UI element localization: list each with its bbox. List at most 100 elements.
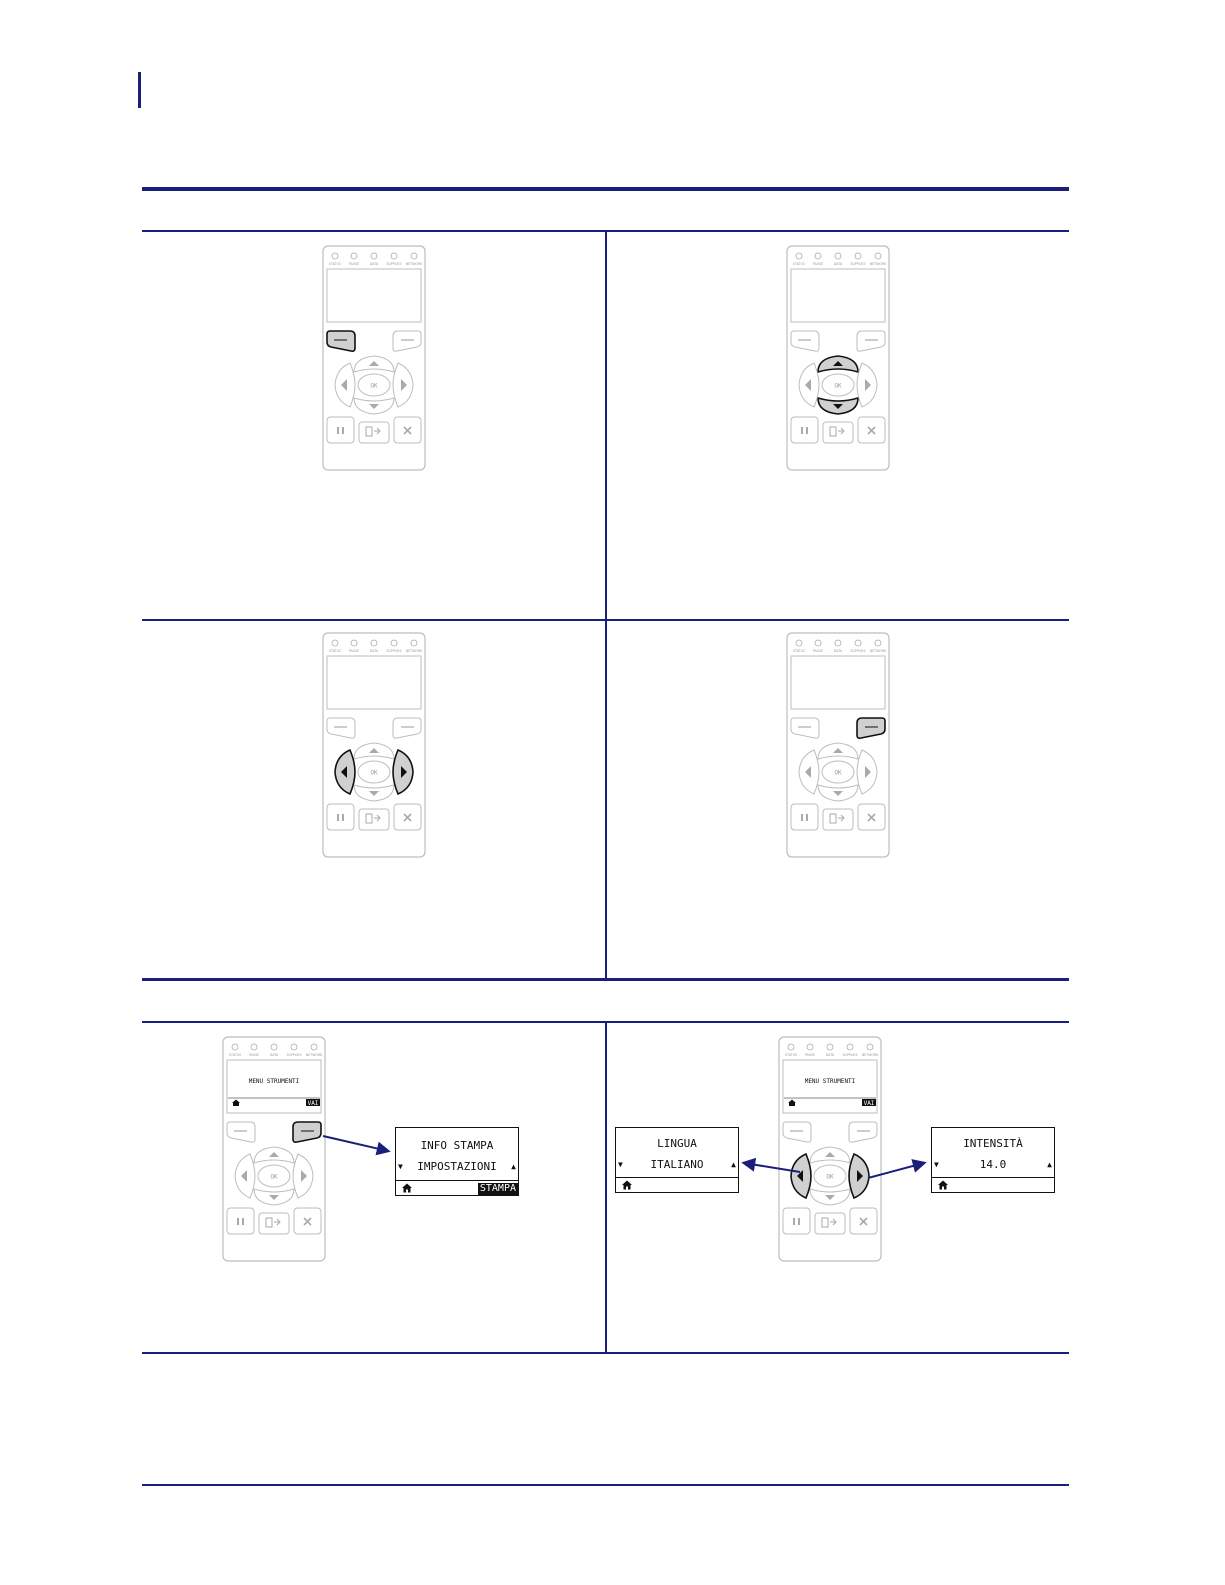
panel-display: [790, 268, 886, 323]
ok-label: OK: [834, 383, 842, 390]
lcd-line-1: INFO STAMPA: [420, 1139, 494, 1152]
right-select-button: [856, 330, 886, 352]
down-arrow-icon: [825, 1195, 835, 1200]
indicator-label-supplies: SUPPLIES: [851, 262, 866, 266]
indicator-data-icon: [826, 1043, 834, 1051]
indicator-label-status: STATUS: [229, 1053, 241, 1057]
left-arrow-icon: [241, 1170, 247, 1182]
row-rule-3: [142, 1021, 1069, 1023]
feed-button: [258, 1212, 290, 1235]
indicator-supplies-icon: [390, 252, 398, 260]
ok-button: [357, 373, 391, 397]
up-triangle-icon: ▲: [1047, 1160, 1052, 1169]
indicator-network-icon: [874, 639, 882, 647]
column-divider-2: [605, 1022, 607, 1353]
ok-button: [813, 1164, 847, 1188]
cancel-x-icon: [403, 813, 412, 822]
indicator-label-data: DATA: [834, 262, 843, 266]
lcd-lingua: LINGUA ITALIANO ▼ ▲: [615, 1127, 739, 1193]
indicator-status-icon: [787, 1043, 795, 1051]
indicator-label-network: NETWORK: [306, 1053, 323, 1057]
margin-marker: [138, 72, 141, 108]
indicator-label-network: NETWORK: [862, 1053, 879, 1057]
home-icon: [622, 1180, 632, 1190]
down-arrow-icon: [369, 791, 379, 796]
cancel-x-icon: [867, 426, 876, 435]
indicator-pause-icon: [814, 252, 822, 260]
ok-label: OK: [270, 1174, 278, 1181]
pause-button: [326, 416, 355, 444]
left-arrow-icon: [805, 379, 811, 391]
indicator-label-data: DATA: [370, 262, 379, 266]
down-arrow-icon: [269, 1195, 279, 1200]
up-arrow-icon: [369, 748, 379, 753]
right-select-button: [392, 717, 422, 739]
lcd-intensita: INTENSITÀ 14.0 ▼ ▲: [931, 1127, 1055, 1193]
indicator-status-icon: [795, 639, 803, 647]
left-select-button: [782, 1121, 812, 1143]
lcd-bottom-bar: STAMPA: [396, 1180, 518, 1195]
indicator-status-icon: [795, 252, 803, 260]
right-arrow-icon: [865, 379, 871, 391]
indicator-label-pause: PAUSE: [349, 649, 359, 653]
indicator-network-icon: [410, 639, 418, 647]
table-top-rule: [142, 187, 1069, 191]
indicator-supplies-icon: [854, 639, 862, 647]
up-arrow-icon: [833, 361, 843, 366]
right-arrow-icon: [865, 766, 871, 778]
panel-display: [326, 655, 422, 710]
left-select-button: [326, 717, 356, 739]
display-home-icon: [232, 1099, 240, 1106]
lcd-bottom-bar: [932, 1177, 1054, 1192]
ok-button: [821, 760, 855, 784]
up-arrow-icon: [269, 1152, 279, 1157]
down-arrow-icon: [833, 791, 843, 796]
right-select-button: [848, 1121, 878, 1143]
pause-bar-left: [237, 1218, 239, 1225]
indicator-data-icon: [370, 639, 378, 647]
pause-button: [790, 416, 819, 444]
indicator-data-icon: [834, 252, 842, 260]
pause-bar-right: [242, 1218, 244, 1225]
display-select-label: VAI: [308, 1100, 319, 1107]
ok-button: [357, 760, 391, 784]
indicator-supplies-icon: [290, 1043, 298, 1051]
left-select-button: [790, 717, 820, 739]
feed-icon: [265, 1217, 281, 1228]
display-select-bg: [306, 1099, 320, 1106]
indicator-label-pause: PAUSE: [249, 1053, 259, 1057]
arrow-to-info-screen: [322, 1135, 391, 1156]
indicator-status-icon: [231, 1043, 239, 1051]
cancel-x-icon: [303, 1217, 312, 1226]
indicator-label-data: DATA: [370, 649, 379, 653]
pause-bar-right: [342, 427, 344, 434]
indicator-pause-icon: [250, 1043, 258, 1051]
up-arrow-icon: [833, 748, 843, 753]
left-select-button: [790, 330, 820, 352]
indicator-supplies-icon: [846, 1043, 854, 1051]
cancel-x-icon: [859, 1217, 868, 1226]
left-select-button: [226, 1121, 256, 1143]
pause-bar-left: [337, 814, 339, 821]
indicator-status-icon: [331, 639, 339, 647]
panel-display: [782, 1059, 878, 1114]
up-arrow-icon: [825, 1152, 835, 1157]
indicator-label-pause: PAUSE: [349, 262, 359, 266]
left-arrow-icon: [341, 766, 347, 778]
indicator-status-icon: [331, 252, 339, 260]
indicator-label-pause: PAUSE: [813, 262, 823, 266]
ok-label: OK: [826, 1174, 834, 1181]
row-rule-1: [142, 230, 1069, 232]
ok-button: [257, 1164, 291, 1188]
down-triangle-icon: ▼: [398, 1162, 403, 1171]
home-icon: [402, 1183, 412, 1193]
right-select-button: [292, 1121, 322, 1143]
